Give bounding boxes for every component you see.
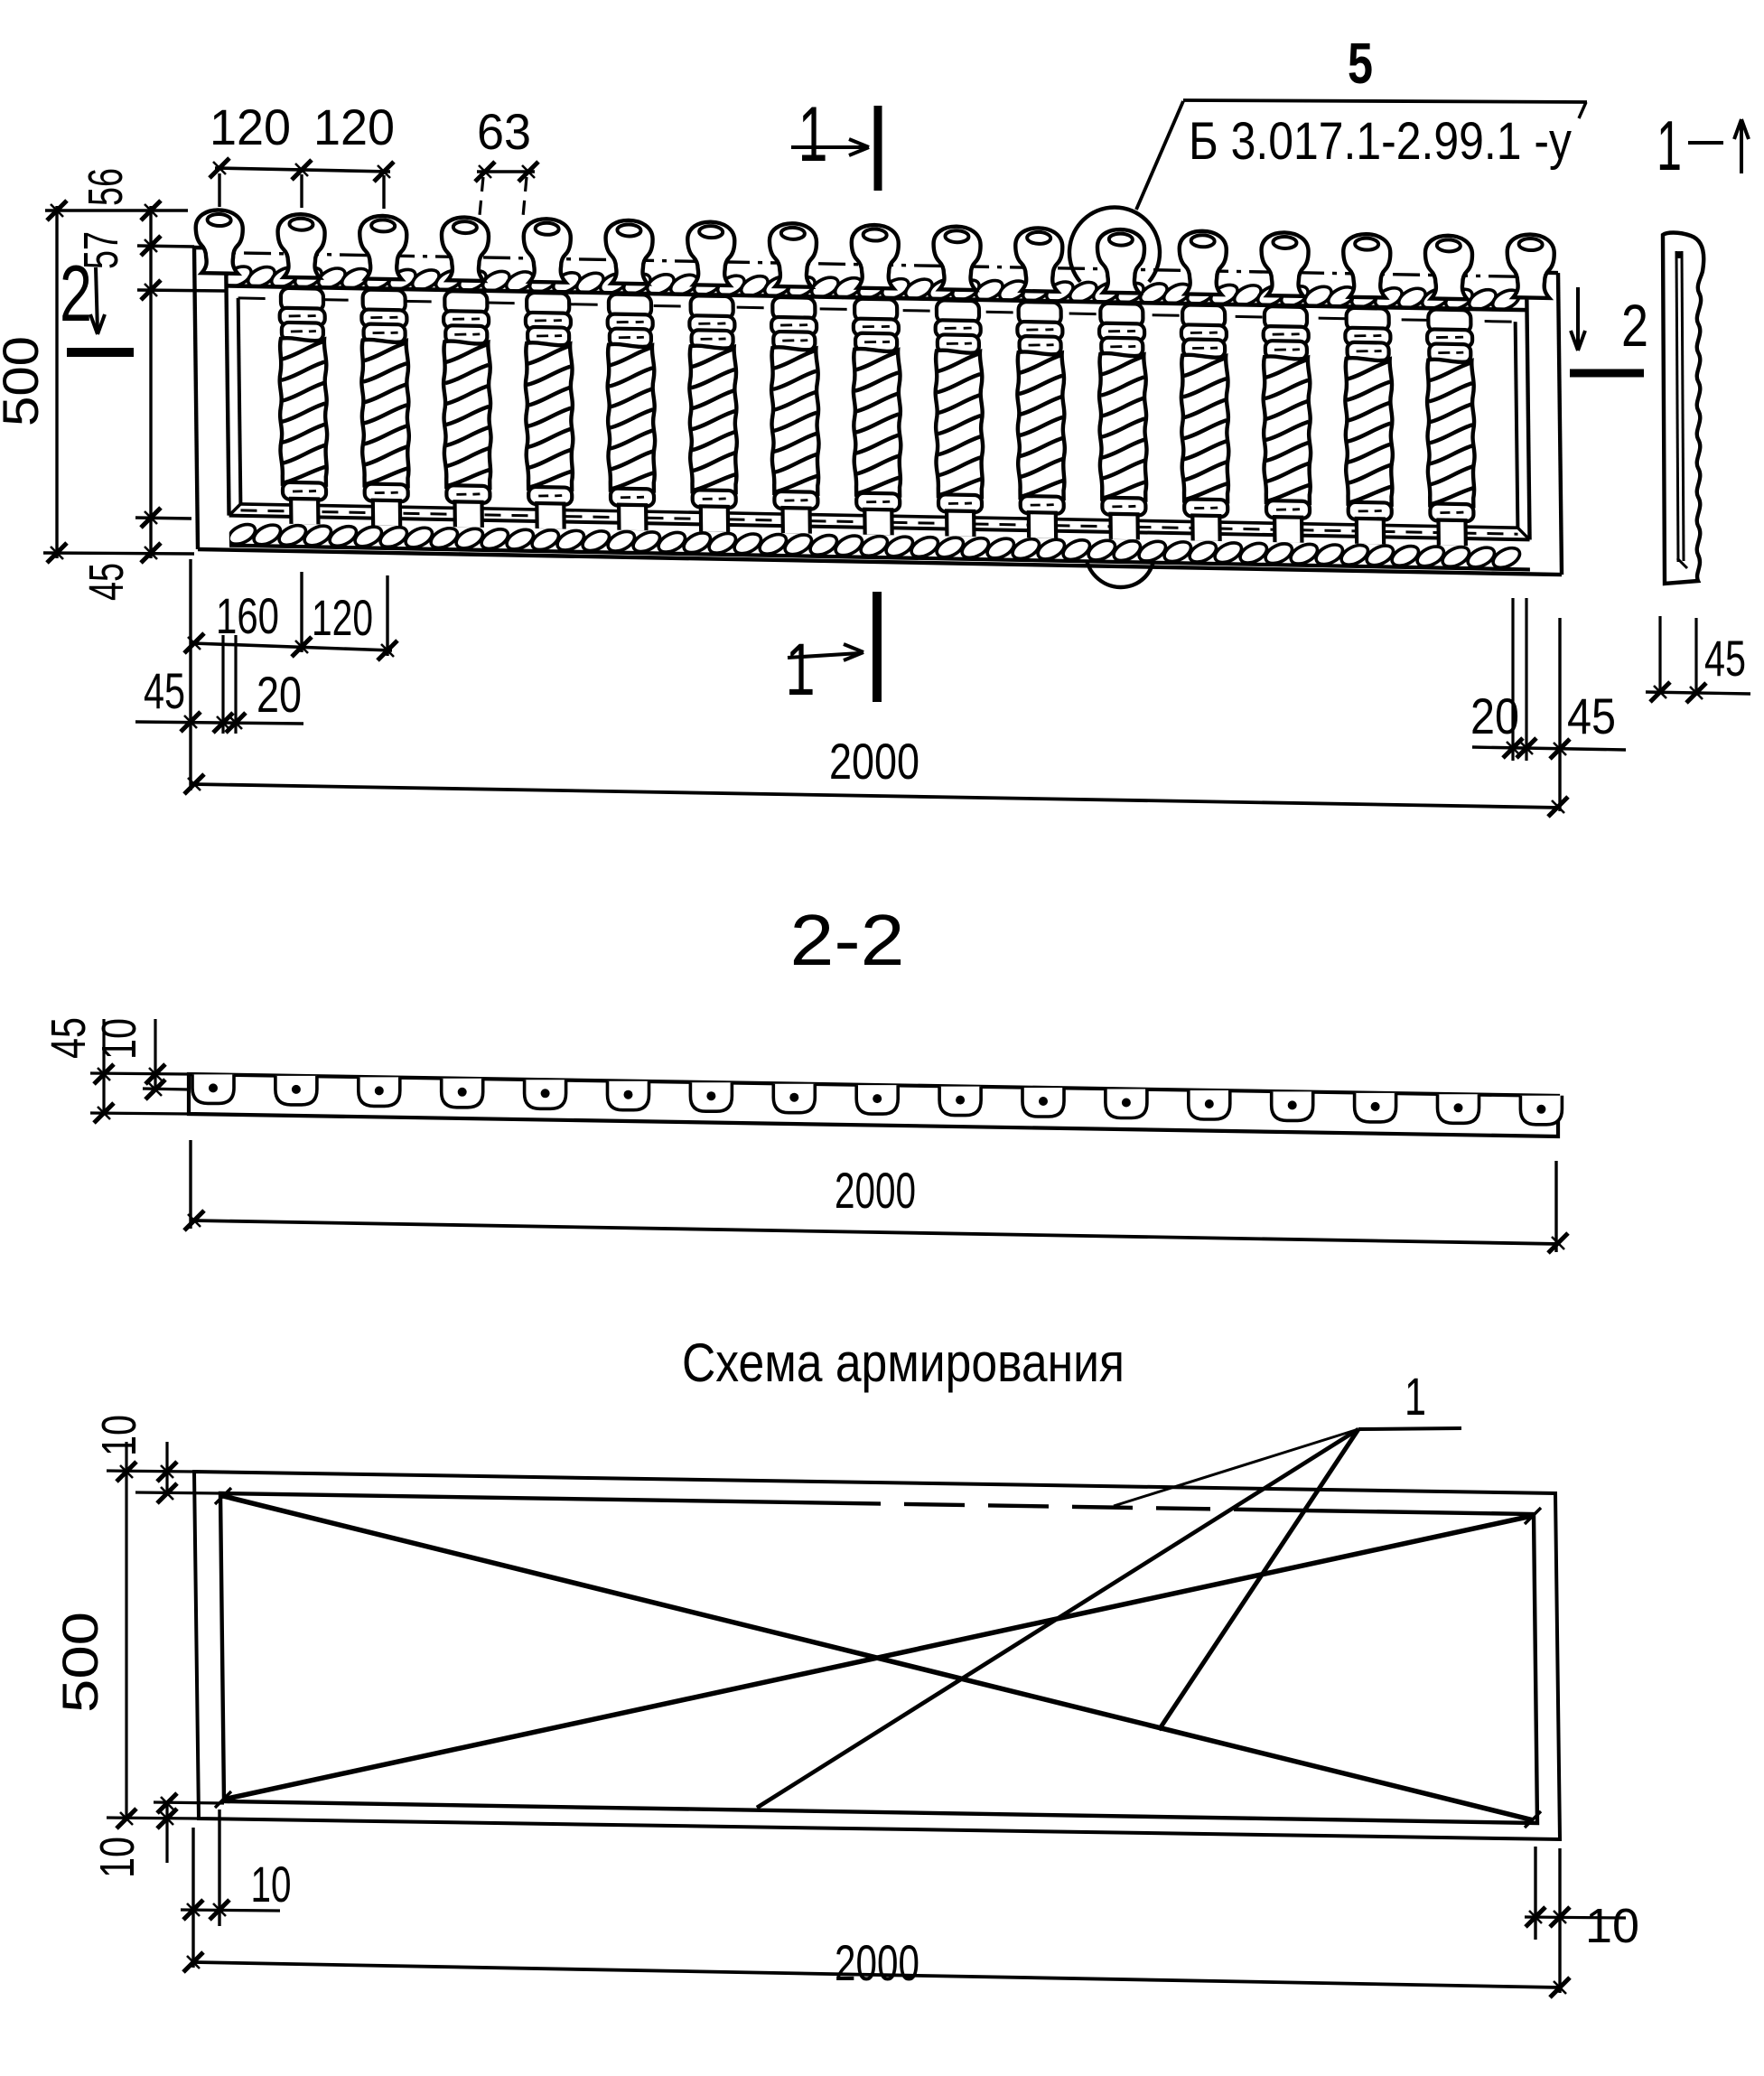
svg-text:2: 2 [1621, 292, 1648, 359]
svg-text:1: 1 [1657, 106, 1682, 185]
svg-text:2000: 2000 [835, 1934, 919, 1991]
svg-text:45: 45 [1567, 687, 1616, 744]
svg-text:Б 3.017.1-2.99.1 -у: Б 3.017.1-2.99.1 -у [1189, 112, 1572, 171]
svg-text:57: 57 [74, 231, 128, 269]
svg-text:Схема армирования: Схема армирования [682, 1333, 1125, 1393]
svg-text:1: 1 [798, 91, 828, 178]
svg-text:45: 45 [144, 662, 185, 719]
svg-text:45: 45 [42, 1017, 96, 1059]
svg-text:2-2: 2-2 [790, 900, 905, 980]
svg-text:10: 10 [92, 1415, 146, 1456]
svg-text:5: 5 [1348, 31, 1373, 96]
svg-text:10: 10 [92, 1018, 146, 1060]
svg-text:10: 10 [90, 1837, 145, 1878]
svg-text:120: 120 [313, 98, 395, 155]
svg-text:500: 500 [0, 336, 49, 426]
svg-text:2000: 2000 [829, 733, 919, 790]
svg-text:160: 160 [216, 587, 279, 644]
svg-text:20: 20 [1470, 687, 1519, 744]
svg-text:1: 1 [1405, 1368, 1426, 1426]
svg-text:45: 45 [1704, 630, 1746, 687]
svg-text:1: 1 [786, 629, 816, 711]
svg-text:2: 2 [60, 248, 92, 338]
svg-text:120: 120 [312, 589, 373, 646]
svg-text:10: 10 [251, 1856, 292, 1912]
svg-text:2000: 2000 [835, 1162, 916, 1219]
svg-text:45: 45 [79, 563, 134, 601]
svg-text:63: 63 [477, 103, 531, 160]
svg-text:120: 120 [210, 98, 291, 155]
svg-text:500: 500 [51, 1612, 108, 1713]
svg-text:20: 20 [257, 666, 302, 723]
svg-text:56: 56 [79, 168, 133, 206]
svg-text:10: 10 [1585, 1899, 1639, 1953]
